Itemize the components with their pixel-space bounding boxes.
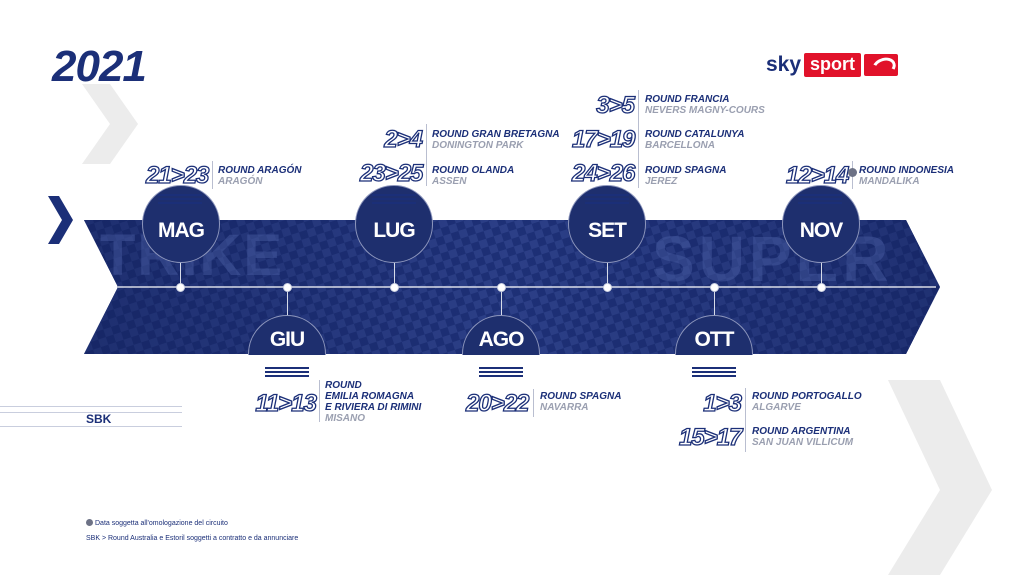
bars-set — [585, 194, 629, 206]
round-jerez-venue: JEREZ — [645, 176, 678, 187]
bars-mag — [158, 194, 202, 206]
round-indonesia-title: ROUND INDONESIA — [859, 165, 955, 176]
month-label-ago: AGO — [478, 328, 525, 351]
round-olanda-venue: ASSEN — [432, 176, 467, 187]
date-indonesia: 12>14 — [785, 161, 850, 189]
sky-logo-text: sky — [766, 53, 802, 76]
sep-ott — [745, 388, 746, 452]
sep-navarra — [533, 389, 534, 417]
date-francia: 3>5 — [596, 91, 636, 119]
warning-dot-icon — [848, 168, 857, 177]
footer-warning-dot-icon — [86, 519, 93, 526]
timeline-dot-set — [603, 283, 612, 292]
round-misano-title2: EMILIA ROMAGNA — [325, 391, 415, 402]
date-misano: 11>13 — [255, 389, 318, 417]
month-label-lug: LUG — [373, 219, 415, 242]
timeline-dot-ago — [497, 283, 506, 292]
month-label-nov: NOV — [799, 219, 844, 242]
timeline-dot-lug — [390, 283, 399, 292]
stick-set — [607, 250, 608, 284]
round-gb-title: ROUND GRAN BRETAGNA — [432, 129, 560, 140]
date-gb: 2>4 — [384, 125, 424, 153]
round-gb-venue: DONINGTON PARK — [432, 140, 524, 151]
stick-giu — [287, 292, 288, 324]
sport-logo-text: sport — [804, 53, 862, 77]
background-chevron-top-left — [82, 84, 138, 164]
footer-note-2: SBK > Round Australia e Estoril soggetti… — [86, 535, 299, 542]
round-argentina-venue: SAN JUAN VILLICUM — [752, 437, 854, 448]
month-label-ott: OTT — [694, 328, 735, 351]
round-jerez-title: ROUND SPAGNA — [645, 165, 727, 176]
bars-ago — [479, 367, 523, 379]
timeline-dot-mag — [176, 283, 185, 292]
sbk-side-label: SBK — [86, 412, 112, 426]
month-circle-lug — [355, 185, 433, 263]
round-misano-venue: MISANO — [325, 413, 365, 424]
sep-gb — [426, 124, 427, 186]
date-portogallo: 1>3 — [703, 389, 743, 417]
round-aragon-venue: ARAGÓN — [218, 176, 263, 187]
timeline-dot-ott — [710, 283, 719, 292]
stick-lug — [394, 250, 395, 284]
date-olanda: 23>25 — [359, 159, 424, 187]
left-chevron-icon — [48, 196, 73, 244]
round-indonesia-venue: MANDALIKA — [859, 176, 920, 187]
sky-sport-motogp-logo: sky sport — [766, 52, 899, 78]
round-aragon-title: ROUND ARAGÓN — [218, 165, 302, 176]
footer-note-1-text: Data soggetta all'omologazione del circu… — [95, 520, 228, 527]
timeline-dot-giu — [283, 283, 292, 292]
date-jerez: 24>26 — [571, 159, 636, 187]
sbk-side-lines — [0, 406, 182, 428]
round-argentina-title: ROUND ARGENTINA — [752, 426, 851, 437]
bars-nov — [798, 194, 842, 206]
motogp-logo-icon — [864, 54, 899, 76]
round-navarra-title: ROUND SPAGNA — [540, 391, 622, 402]
month-label-giu: GIU — [269, 328, 305, 351]
timeline-dot-nov — [817, 283, 826, 292]
date-aragon: 21>23 — [145, 161, 210, 189]
sep-misano — [319, 380, 320, 422]
sep-aragon — [212, 161, 213, 189]
round-francia-venue: NEVERS MAGNY-COURS — [645, 105, 765, 116]
stick-ott — [714, 292, 715, 324]
bars-giu — [265, 367, 309, 379]
date-argentina: 15>17 — [678, 423, 743, 451]
round-navarra-venue: NAVARRA — [540, 402, 589, 413]
month-label-mag: MAG — [158, 219, 205, 242]
round-misano-title1: ROUND — [325, 380, 362, 391]
round-portogallo-title: ROUND PORTOGALLO — [752, 391, 862, 402]
date-catalunya: 17>19 — [571, 125, 636, 153]
round-francia-title: ROUND FRANCIA — [645, 94, 730, 105]
stick-nov — [821, 250, 822, 284]
background-chevron-bottom-right — [888, 380, 992, 575]
stick-ago — [501, 292, 502, 324]
bars-ott — [692, 367, 736, 379]
round-portogallo-venue: ALGARVE — [752, 402, 801, 413]
round-olanda-title: ROUND OLANDA — [432, 165, 515, 176]
date-navarra: 20>22 — [465, 389, 530, 417]
stick-mag — [180, 250, 181, 284]
round-catalunya-title: ROUND CATALUNYA — [645, 129, 745, 140]
footer-note-1: Data soggetta all'omologazione del circu… — [86, 519, 228, 527]
bars-lug — [372, 194, 416, 206]
round-catalunya-venue: BARCELLONA — [645, 140, 715, 151]
round-misano-title3: E RIVIERA DI RIMINI — [325, 402, 422, 413]
year-title: 2021 — [52, 42, 147, 91]
month-label-set: SET — [588, 219, 627, 242]
sep-set — [638, 90, 639, 188]
